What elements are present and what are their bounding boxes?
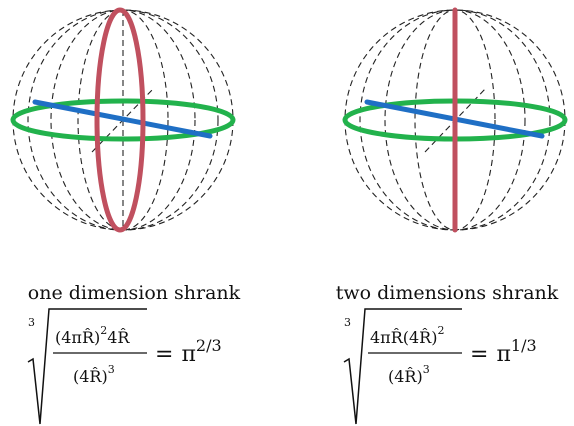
numerator-base: (4πR̂) [55, 328, 100, 347]
denominator-base: (4R̂) [73, 367, 108, 386]
svg-text:=π2/3: = π2/3 [155, 336, 222, 367]
radical-sign [27, 308, 147, 425]
sphere-two-dimensions-shrank [342, 7, 568, 233]
numerator-tail: 4R̂ [107, 328, 130, 347]
formula-one-dimension: 3 (4πR̂)24R̂ (4R̂)3 =π2/3 [27, 308, 222, 425]
radical-sign [343, 308, 462, 425]
diameter-line [32, 99, 213, 139]
root-index: 3 [28, 316, 35, 329]
svg-text:=π1/3: = π1/3 [470, 336, 537, 367]
denominator-base: (4R̂) [388, 367, 423, 386]
denominator-exponent: 3 [108, 363, 115, 376]
root-index: 3 [344, 316, 351, 329]
result-base: π [181, 342, 195, 367]
result-base: π [496, 342, 510, 367]
svg-text:4πR̂(4R̂)2: 4πR̂(4R̂)2 [370, 324, 444, 347]
result-exponent: 1/3 [511, 336, 537, 355]
caption-two-dimensions: two dimensions shrank [335, 282, 559, 304]
denominator-exponent: 3 [423, 363, 430, 376]
sphere-one-dimension-shrank [10, 7, 236, 233]
numerator-exponent: 2 [437, 324, 444, 337]
svg-text:(4R̂)3: (4R̂)3 [388, 363, 430, 386]
caption-one-dimension: one dimension shrank [27, 282, 241, 304]
meridian-ellipse [94, 7, 146, 233]
formula-two-dimensions: 3 4πR̂(4R̂)2 (4R̂)3 =π1/3 [343, 308, 537, 425]
numerator-exponent: 2 [100, 324, 107, 337]
svg-text:(4πR̂)24R̂: (4πR̂)24R̂ [55, 324, 130, 347]
equals-sign: = [155, 342, 173, 367]
equals-sign: = [470, 342, 488, 367]
result-exponent: 2/3 [196, 336, 222, 355]
equator-ring [10, 98, 236, 142]
numerator-base: (4R̂) [403, 328, 438, 347]
svg-text:(4R̂)3: (4R̂)3 [73, 363, 115, 386]
numerator-head: 4πR̂ [370, 328, 404, 347]
